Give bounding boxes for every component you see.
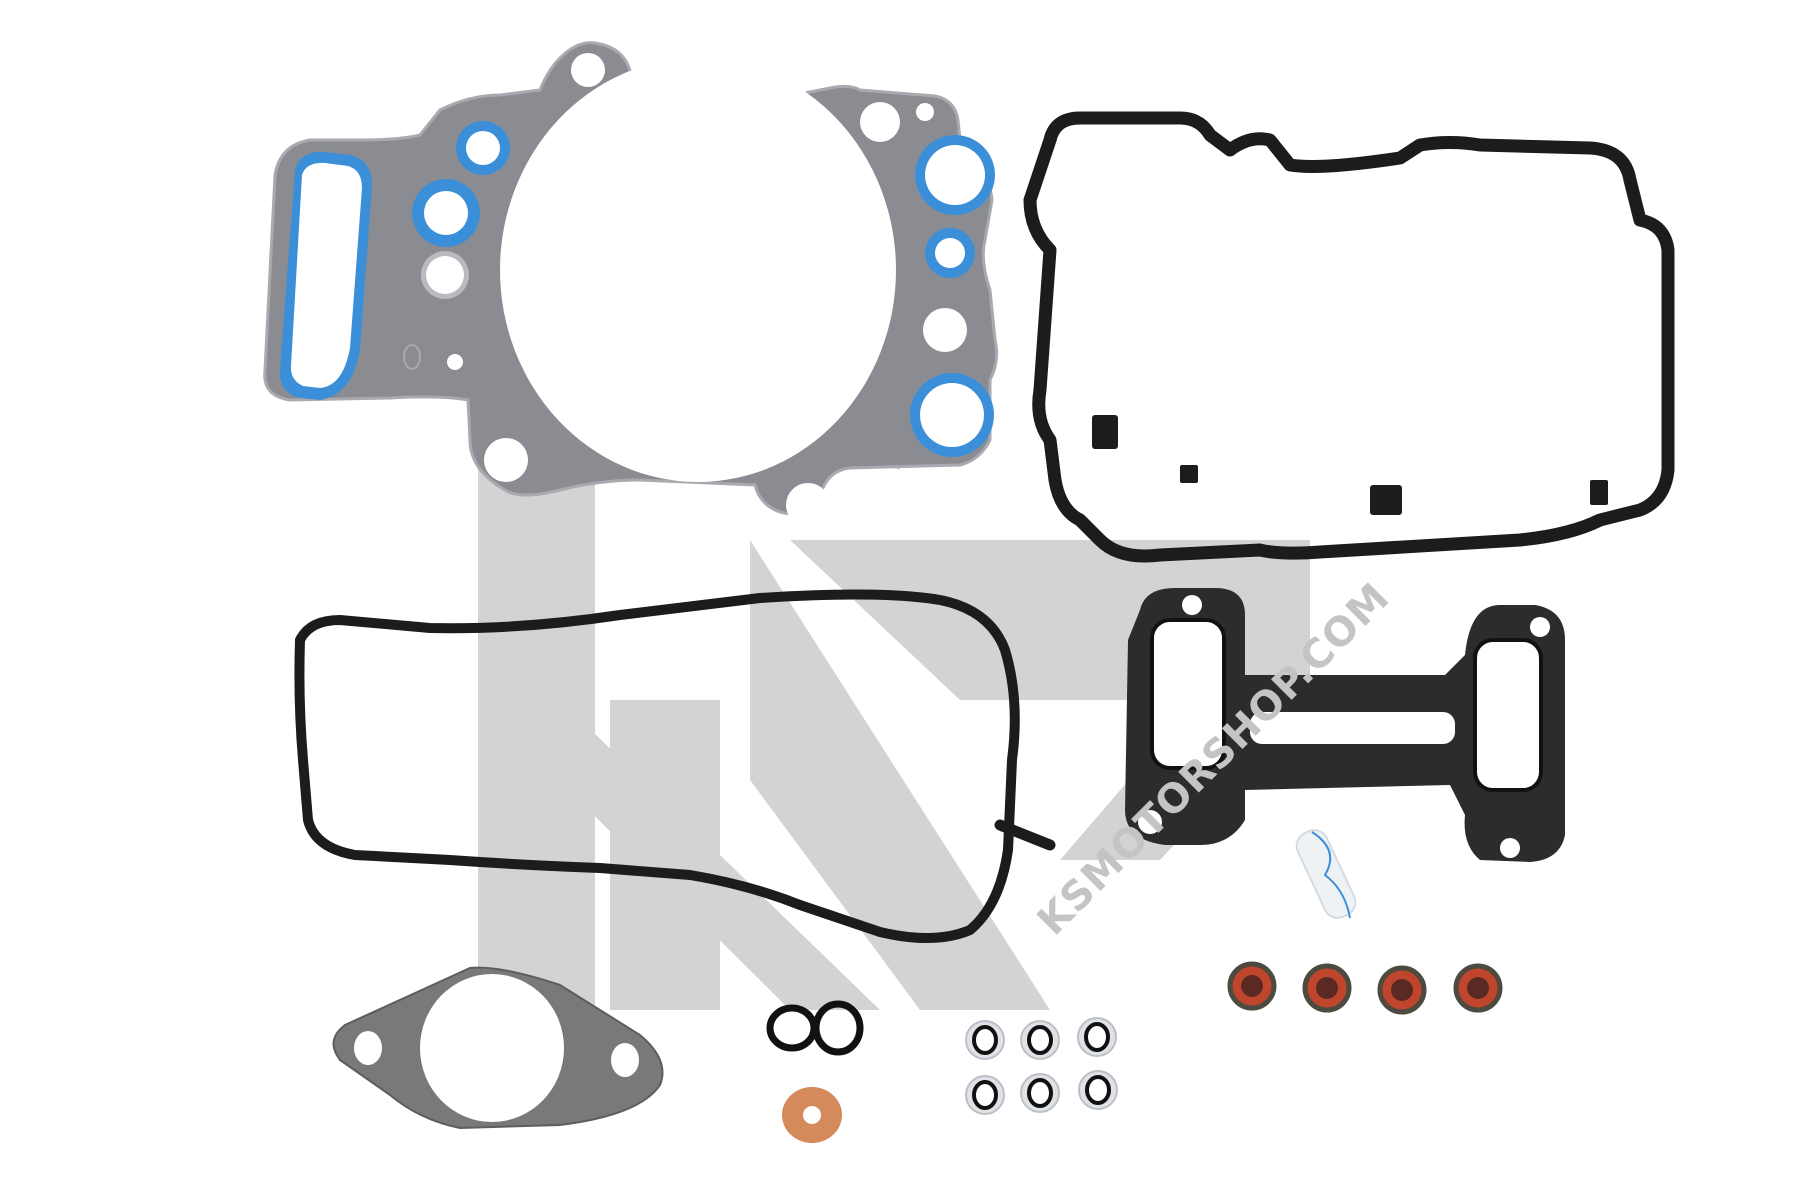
plastic-tube [1295,829,1357,919]
valve-stem-seals [1227,961,1503,1015]
exhaust-gasket [332,966,664,1130]
valve-cover-gasket [1023,111,1675,563]
rocker-cover-gasket [294,589,1020,943]
rocker-cover-tab [994,819,1056,851]
copper-washer [782,1087,842,1143]
cylinder-head-gasket [263,41,999,527]
cylinder-bore [500,58,896,482]
o-rings [766,1000,864,1056]
manifold-flange-gasket [1125,588,1565,862]
bonded-seal-rings [965,1017,1118,1115]
manufacturer-stamp [403,344,421,370]
valve-cover-tabs [1092,415,1608,515]
